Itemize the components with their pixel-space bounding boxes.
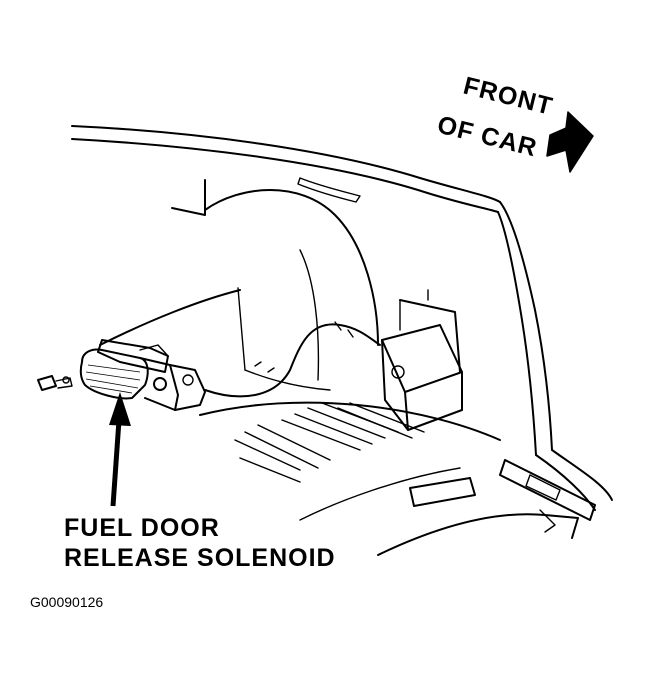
release-cable xyxy=(204,321,381,398)
figure-id: G00090126 xyxy=(30,594,103,610)
front-label-line-1: FRONT xyxy=(461,72,556,121)
solenoid-pointer-arrow-icon xyxy=(109,392,131,507)
trunk-outline xyxy=(71,125,613,556)
solenoid-label-line-1: FUEL DOOR xyxy=(64,514,220,542)
front-direction-arrow-icon xyxy=(546,111,594,173)
front-label-line-2: OF CAR xyxy=(435,111,541,163)
wheel-housing xyxy=(171,179,379,391)
solenoid-label-line-2: RELEASE SOLENOID xyxy=(64,544,336,572)
fuel-door-solenoid xyxy=(37,339,206,411)
jack-block xyxy=(381,289,463,431)
trunk-floor xyxy=(99,289,501,521)
